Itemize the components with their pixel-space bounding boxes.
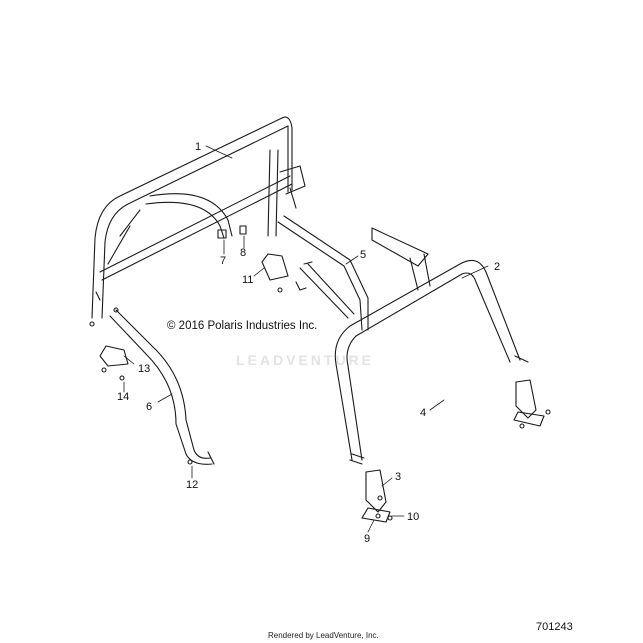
callout-13: 13 — [138, 363, 150, 375]
callout-5: 5 — [360, 249, 366, 261]
watermark: LEADVENTURE — [236, 352, 375, 368]
callout-14: 14 — [117, 391, 129, 403]
callout-11: 11 — [242, 274, 253, 286]
fasteners-part-7-8 — [217, 225, 247, 239]
callout-3: 3 — [395, 471, 401, 483]
rendered-by-footer: Rendered by LeadVenture, Inc. — [268, 631, 379, 640]
foot-mount-part-4 — [513, 379, 551, 429]
callout-labels: 1 2 3 4 5 6 7 8 9 10 11 12 13 14 — [117, 141, 500, 545]
front-roll-bar-part-1 — [91, 116, 306, 319]
callout-12: 12 — [186, 479, 198, 491]
copyright-notice: © 2016 Polaris Industries Inc. — [167, 320, 318, 332]
callout-10: 10 — [407, 511, 419, 523]
foot-mount-part-3 — [361, 469, 393, 523]
callout-7: 7 — [220, 255, 226, 267]
callout-6: 6 — [146, 401, 152, 413]
leader-lines — [123, 145, 489, 533]
callout-8: 8 — [240, 247, 246, 259]
bolt-part-12 — [187, 459, 193, 465]
callout-4: 4 — [420, 407, 426, 419]
callout-2: 2 — [494, 261, 500, 273]
callout-9: 9 — [364, 533, 370, 545]
diagonal-brace-part-5 — [277, 215, 369, 331]
mount-part-13 — [89, 307, 129, 381]
side-rail-part-6 — [109, 309, 215, 465]
bracket-part-11 — [261, 253, 289, 293]
callout-1: 1 — [195, 141, 201, 153]
figure-number: 701243 — [536, 621, 573, 633]
